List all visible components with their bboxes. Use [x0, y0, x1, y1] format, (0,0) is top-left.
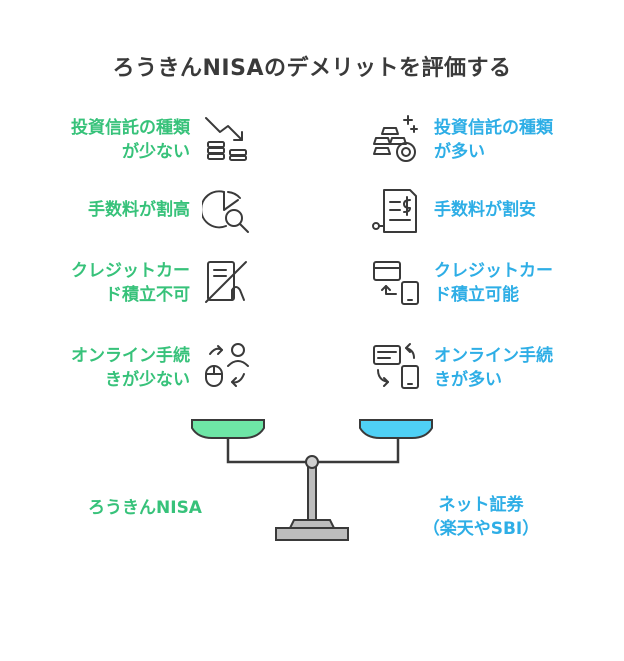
- card-to-phone-icon: [370, 256, 422, 308]
- pie-chart-magnifier-icon: [200, 186, 254, 238]
- left-item-fund-variety: 投資信託の種類 が少ない: [40, 116, 190, 164]
- right-scale-pan: [359, 419, 433, 439]
- scale-pivot: [305, 455, 319, 469]
- scale-post: [307, 461, 317, 523]
- scale-base-top: [288, 519, 336, 529]
- left-item-label-line1: 投資信託の種類: [71, 118, 190, 138]
- right-item-online: オンライン手続 きが多い: [434, 344, 594, 392]
- receipt-dollar-icon: [370, 186, 422, 238]
- right-item-label-line2: ド積立可能: [434, 285, 519, 305]
- right-item-label-line1: 手数料が割安: [434, 200, 536, 220]
- left-item-label-line2: きが少ない: [105, 370, 190, 390]
- left-item-credit-card: クレジットカー ド積立不可: [40, 259, 190, 307]
- left-item-label-line2: が少ない: [122, 142, 190, 162]
- left-scale-pan: [191, 419, 265, 439]
- right-side-label-line2: （楽天やSBI）: [422, 519, 540, 539]
- right-side-label: ネット証券 （楽天やSBI）: [396, 493, 566, 541]
- right-item-fund-variety: 投資信託の種類 が多い: [434, 116, 594, 164]
- right-item-label-line1: オンライン手続: [434, 346, 553, 366]
- page-title: ろうきんNISAのデメリットを評価する: [112, 56, 512, 81]
- right-item-label-line1: 投資信託の種類: [434, 118, 553, 138]
- right-item-label-line2: が多い: [434, 142, 485, 162]
- left-item-label-line1: オンライン手続: [71, 346, 190, 366]
- no-card-payment-icon: [202, 256, 254, 308]
- form-phone-exchange-icon: [370, 340, 422, 392]
- left-item-label-line1: 手数料が割高: [88, 200, 190, 220]
- right-item-fees: 手数料が割安: [434, 198, 594, 222]
- left-item-fees: 手数料が割高: [40, 198, 190, 222]
- right-item-credit-card: クレジットカー ド積立可能: [434, 259, 594, 307]
- declining-chart-coins-icon: [202, 112, 254, 164]
- right-item-label-line2: きが多い: [434, 370, 502, 390]
- left-item-label-line2: ド積立不可: [105, 285, 190, 305]
- left-side-label: ろうきんNISA: [88, 498, 202, 518]
- right-side-label-line1: ネット証券: [438, 495, 524, 515]
- scale-base-bottom: [275, 527, 349, 541]
- left-item-online: オンライン手続 きが少ない: [40, 344, 190, 392]
- right-item-label-line1: クレジットカー: [434, 261, 553, 281]
- person-mouse-exchange-icon: [202, 340, 254, 392]
- left-item-label-line1: クレジットカー: [71, 261, 190, 281]
- gold-bars-coin-icon: [370, 112, 422, 164]
